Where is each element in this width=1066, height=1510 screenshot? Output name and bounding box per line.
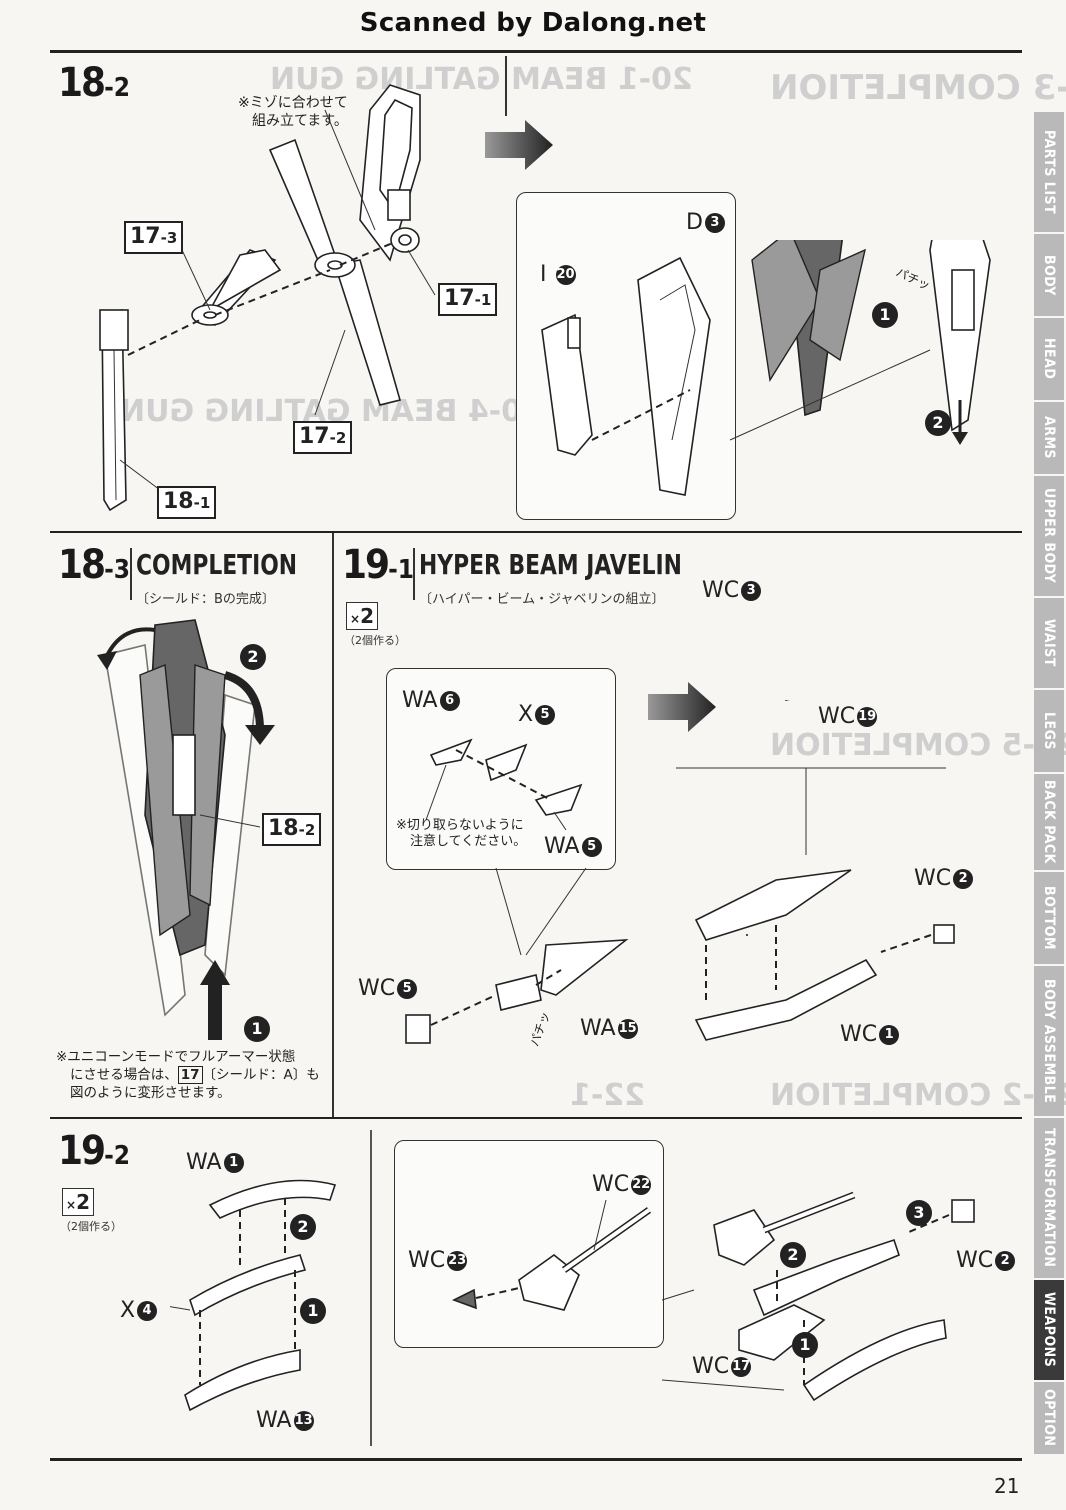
part-tag-18-1: 18-1: [157, 486, 217, 519]
tab-parts-list[interactable]: PARTS LIST: [1034, 112, 1064, 234]
step-marker-1: 1: [244, 1016, 270, 1042]
unicorn-mode-note: ※ユニコーンモードでフルアーマー状態 にさせる場合は、17〔シールド：A〕も 図…: [56, 1049, 320, 1101]
step-number: 19-1: [342, 542, 415, 588]
tab-back-pack[interactable]: BACK PACK: [1034, 774, 1064, 872]
quantity-badge: ×2: [62, 1188, 94, 1216]
step-marker-2: 2: [925, 410, 951, 436]
tab-upper-body[interactable]: UPPER BODY: [1034, 476, 1064, 598]
section-divider: [505, 56, 507, 116]
title-divider: [413, 548, 415, 600]
part-tag-17-3: 17-3: [124, 221, 184, 254]
step-marker-2: 2: [780, 1242, 806, 1268]
step-number: 18-2: [58, 60, 131, 106]
tab-option[interactable]: OPTION: [1034, 1382, 1064, 1456]
column-divider: [370, 1130, 372, 1446]
page-number: 21: [994, 1474, 1020, 1498]
side-tab-bar: PARTS LIST BODY HEAD ARMS UPPER BODY WAI…: [1034, 112, 1064, 1456]
ghost-text: 22-1: [570, 1078, 646, 1113]
row-rule: [50, 1117, 1022, 1119]
ghost-text: 21-2 COMPLETION: [770, 1078, 1066, 1113]
row-rule: [50, 531, 1022, 533]
tab-weapons[interactable]: WEAPONS: [1034, 1280, 1064, 1382]
part-tag-18-2: 18-2: [262, 813, 322, 846]
section-title: COMPLETION: [136, 548, 298, 581]
part-label-i20: I 20: [540, 262, 576, 287]
step-marker-2: 2: [290, 1214, 316, 1240]
top-rule: [50, 50, 1022, 53]
tab-transformation[interactable]: TRANSFORMATION: [1034, 1118, 1064, 1280]
next-arrow-icon: [648, 682, 716, 732]
tab-body-assemble[interactable]: BODY ASSEMBLE: [1034, 966, 1064, 1118]
quantity-note: （2個作る）: [60, 1220, 122, 1233]
tab-waist[interactable]: WAIST: [1034, 598, 1064, 690]
section-title: HYPER BEAM JAVELIN: [419, 548, 682, 581]
step-18-2-diagram: [99, 84, 436, 512]
detail-callout: [394, 1140, 664, 1348]
section-subtitle: 〔シールド：Bの完成〕: [136, 592, 275, 607]
shield-completion-diagram: [97, 619, 275, 1040]
scan-credit: Scanned by Dalong.net: [359, 8, 707, 38]
quantity-badge: ×2: [346, 602, 378, 630]
part-tag-17-2: 17-2: [293, 421, 353, 454]
ghost-text: 19-3 COMPLETION: [770, 68, 1066, 108]
part-tag-17-1: 17-1: [438, 283, 498, 316]
step-marker-1: 1: [300, 1298, 326, 1324]
tab-legs[interactable]: LEGS: [1034, 690, 1064, 774]
javelin-detail-diagram: [405, 700, 955, 1044]
title-divider: [130, 548, 132, 600]
tab-bottom[interactable]: BOTTOM: [1034, 872, 1064, 966]
tab-body[interactable]: BODY: [1034, 234, 1064, 318]
cut-warning-note: ※切り取らないように注意してください。: [396, 818, 527, 849]
tab-arms[interactable]: ARMS: [1034, 402, 1064, 476]
step-marker-1: 1: [872, 302, 898, 328]
section-subtitle: 〔ハイパー・ビーム・ジャベリンの組立〕: [419, 592, 665, 607]
shield-detail-diagram: [541, 240, 991, 496]
blade-assembly-diagram: [170, 1179, 337, 1412]
column-divider: [332, 533, 334, 1117]
assembly-note: ※ミゾに合わせて組み立てます。: [238, 95, 348, 129]
step-marker-3: 3: [906, 1200, 932, 1226]
bottom-rule: [50, 1458, 1022, 1461]
staff-assembly-diagram: [451, 1191, 975, 1402]
step-marker-2: 2: [240, 644, 266, 670]
step-marker-1: 1: [792, 1332, 818, 1358]
next-arrow-icon: [485, 120, 553, 170]
step-number: 18-3: [58, 542, 131, 588]
tab-head[interactable]: HEAD: [1034, 318, 1064, 402]
quantity-note: （2個作る）: [344, 634, 406, 647]
step-number: 19-2: [58, 1128, 131, 1174]
